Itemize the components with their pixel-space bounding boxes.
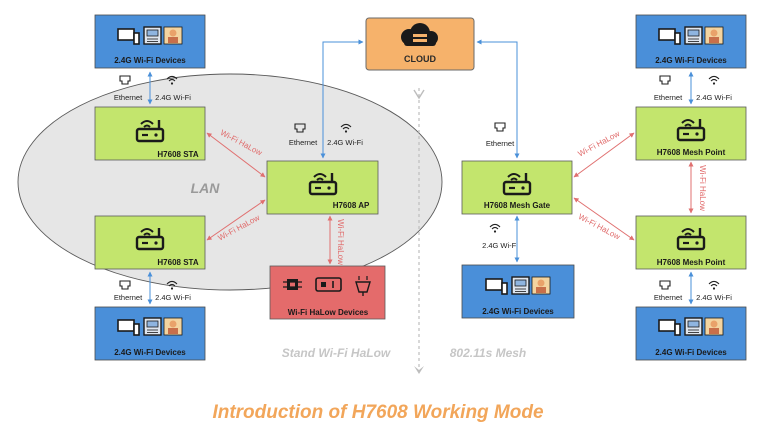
ap-label: H7608 AP [333, 201, 370, 210]
cloud-box: CLOUD [365, 17, 475, 71]
wifi-label: 2.4G Wi-Fi [155, 293, 191, 302]
ethernet-label: Ethernet [654, 93, 683, 102]
devices-label: 2.4G Wi-Fi Devices [114, 348, 186, 357]
cloud-icon [401, 23, 438, 46]
mesh-point-bottom-box: H7608 Mesh Point [635, 215, 747, 270]
halow-line [573, 132, 635, 178]
divider-arrow-top [413, 89, 425, 100]
plug-icon [355, 276, 371, 296]
ethernet-icon [119, 280, 131, 290]
right-top-devices-box: 2.4G Wi-Fi Devices [635, 14, 747, 69]
chip-icon [283, 279, 302, 290]
devices-label: 2.4G Wi-Fi Devices [655, 56, 727, 65]
ap-box: H7608 AP [266, 160, 379, 215]
left-bottom-devices-box: 2.4G Wi-Fi Devices [94, 306, 206, 361]
wifi-label: 2.4G Wi-Fi [327, 138, 363, 147]
wifi-label: 2.4G Wi-Fi [155, 93, 191, 102]
ethernet-label: Ethernet [654, 293, 683, 302]
mesh-point-top-box: H7608 Mesh Point [635, 106, 747, 161]
sta-bottom-box: H7608 STA [94, 215, 206, 270]
halow-line [573, 197, 635, 241]
halow-label: Wi-Fi HaLow [698, 165, 707, 211]
devices-label: 2.4G Wi-Fi Devices [482, 307, 554, 316]
halow-label: Wi-Fi HaLow [577, 129, 622, 159]
devices-label: 2.4G Wi-Fi Devices [655, 348, 727, 357]
right-mode-label: 802.11s Mesh [450, 346, 527, 360]
ap-cloud-line [320, 39, 364, 159]
wifi-icon [708, 280, 720, 291]
mesh-point-label: H7608 Mesh Point [657, 258, 726, 267]
ethernet-icon [659, 280, 671, 290]
ethernet-label: Ethernet [114, 93, 143, 102]
lan-label: LAN [191, 180, 221, 196]
gate-cloud-line [476, 39, 520, 159]
left-mode-label: Stand Wi-Fi HaLow [282, 346, 391, 360]
wifi-icon [489, 223, 501, 234]
halow-devices-label: Wi-Fi HaLow Devices [288, 308, 369, 317]
sta-label: H7608 STA [157, 258, 198, 267]
ethernet-icon [494, 122, 506, 132]
devices-label: 2.4G Wi-Fi Devices [114, 56, 186, 65]
ethernet-label: Ethernet [114, 293, 143, 302]
wifi-label: 2.4G Wi-Fi [482, 241, 518, 250]
ethernet-icon [119, 75, 131, 85]
halow-label: Wi-Fi HaLow [336, 219, 345, 265]
right-bottom-devices-box: 2.4G Wi-Fi Devices [635, 306, 747, 361]
sta-top-box: H7608 STA [94, 106, 206, 161]
halow-line [206, 132, 266, 178]
left-top-devices-box: 2.4G Wi-Fi Devices [94, 14, 206, 69]
sensor-icon [315, 277, 342, 292]
wifi-label: 2.4G Wi-Fi [696, 293, 732, 302]
cloud-label: CLOUD [404, 54, 436, 64]
mesh-gate-label: H7608 Mesh Gate [484, 201, 551, 210]
sta-label: H7608 STA [157, 150, 198, 159]
wifi-label: 2.4G Wi-Fi [696, 93, 732, 102]
page-title: Introduction of H7608 Working Mode [212, 402, 544, 423]
mesh-point-label: H7608 Mesh Point [657, 148, 726, 157]
ethernet-label: Ethernet [289, 138, 318, 147]
halow-devices-box: Wi-Fi HaLow Devices [269, 265, 386, 320]
right-center-devices-box: 2.4G Wi-Fi Devices [461, 264, 575, 319]
ethernet-label: Ethernet [486, 139, 515, 148]
halow-line [206, 199, 266, 241]
mesh-gate-box: H7608 Mesh Gate [461, 160, 573, 215]
divider-arrow-bottom [414, 366, 424, 374]
wifi-icon [708, 75, 720, 86]
ethernet-icon [659, 75, 671, 85]
